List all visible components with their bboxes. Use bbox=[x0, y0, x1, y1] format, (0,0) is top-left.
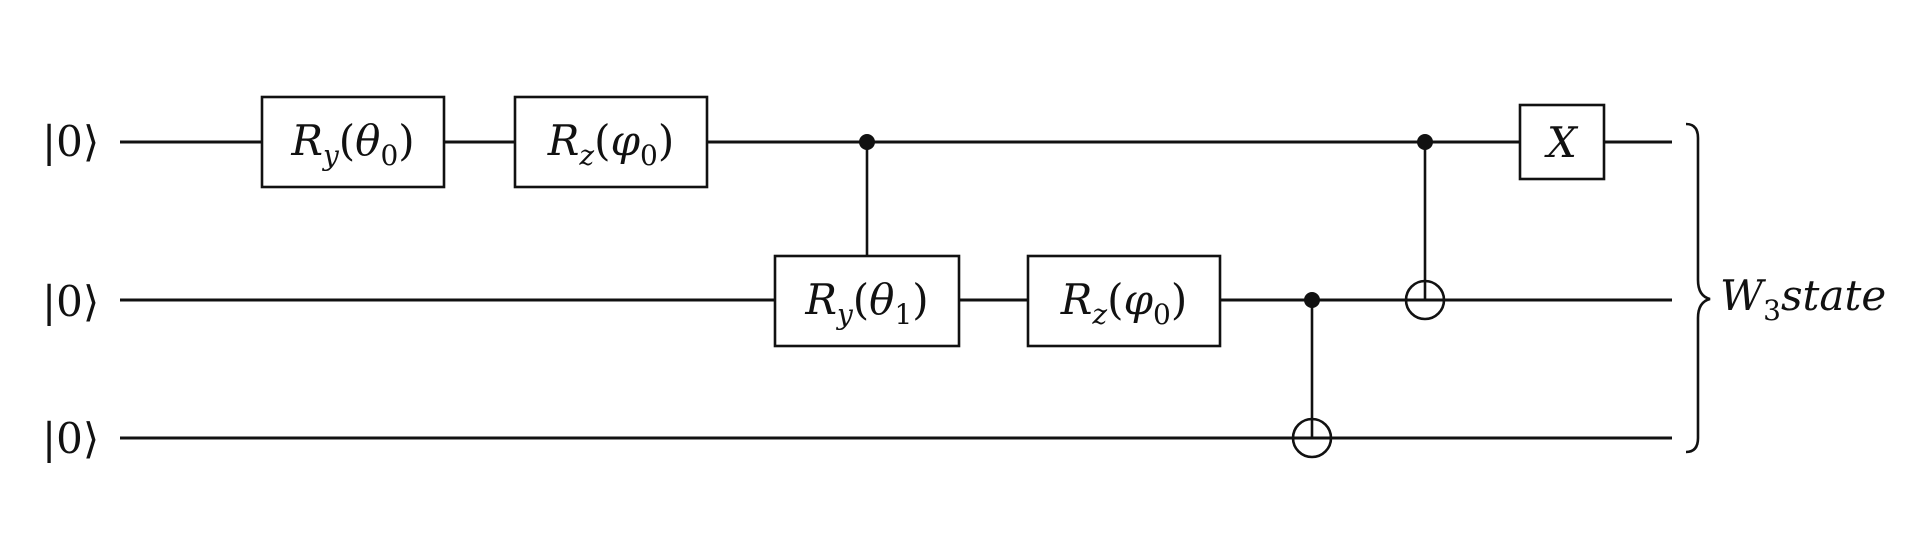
output-state-label: W3state bbox=[1720, 271, 1886, 327]
qubit-2-input-label: |0⟩ bbox=[42, 414, 99, 463]
gate-x: X bbox=[1518, 103, 1606, 181]
svg-text:Ry(θ1): Ry(θ1) bbox=[804, 275, 928, 331]
output-brace bbox=[1685, 122, 1711, 454]
qubit-0-input-label: |0⟩ bbox=[42, 117, 99, 166]
control-dot bbox=[859, 134, 875, 150]
gate-rz-phi0-q1: Rz(φ0) bbox=[1026, 254, 1222, 348]
gate-ry-theta0: Ry(θ0) bbox=[260, 95, 446, 189]
target-oplus-icon bbox=[1404, 279, 1446, 321]
svg-text:X: X bbox=[1544, 118, 1579, 167]
control-dot bbox=[1417, 134, 1433, 150]
gate-controlled-ry-theta1: Ry(θ1) bbox=[773, 134, 961, 348]
cnot-gate-q0-q1 bbox=[1404, 134, 1446, 321]
svg-text:Rz(φ0): Rz(φ0) bbox=[1060, 275, 1187, 331]
cnot-gate-q1-q2 bbox=[1291, 292, 1333, 459]
gate-rz-phi0-q0: Rz(φ0) bbox=[513, 95, 709, 189]
svg-text:Ry(θ0): Ry(θ0) bbox=[290, 116, 414, 172]
target-oplus-icon bbox=[1291, 417, 1333, 459]
control-dot bbox=[1304, 292, 1320, 308]
qubit-1-input-label: |0⟩ bbox=[42, 277, 99, 326]
svg-text:Rz(φ0): Rz(φ0) bbox=[547, 116, 674, 172]
